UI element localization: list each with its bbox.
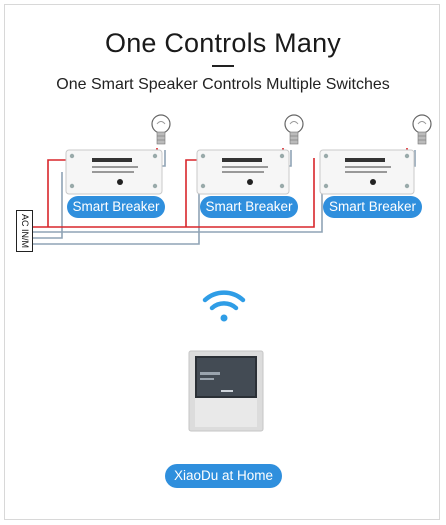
breaker-module-2 bbox=[196, 149, 290, 195]
ac-input-box bbox=[16, 210, 33, 252]
wifi-icon bbox=[202, 290, 246, 322]
light-bulb-icon bbox=[284, 114, 304, 145]
light-bulb-icon bbox=[412, 114, 432, 145]
smart-display-device bbox=[188, 350, 264, 432]
image-frame bbox=[4, 4, 440, 520]
ac-input-label: AC IN/M bbox=[20, 213, 30, 249]
page-title: One Controls Many bbox=[105, 28, 341, 58]
breaker-module-1 bbox=[65, 149, 163, 195]
smart-breaker-label-2: Smart Breaker bbox=[200, 196, 298, 218]
page-subtitle: One Smart Speaker Controls Multiple Swit… bbox=[56, 76, 390, 93]
breaker-module-3 bbox=[319, 149, 415, 195]
smart-breaker-label-3: Smart Breaker bbox=[323, 196, 422, 218]
smart-breaker-label-1: Smart Breaker bbox=[67, 196, 165, 218]
hub-label: XiaoDu at Home bbox=[165, 464, 282, 488]
light-bulb-icon bbox=[151, 114, 171, 145]
title-divider bbox=[212, 65, 234, 67]
